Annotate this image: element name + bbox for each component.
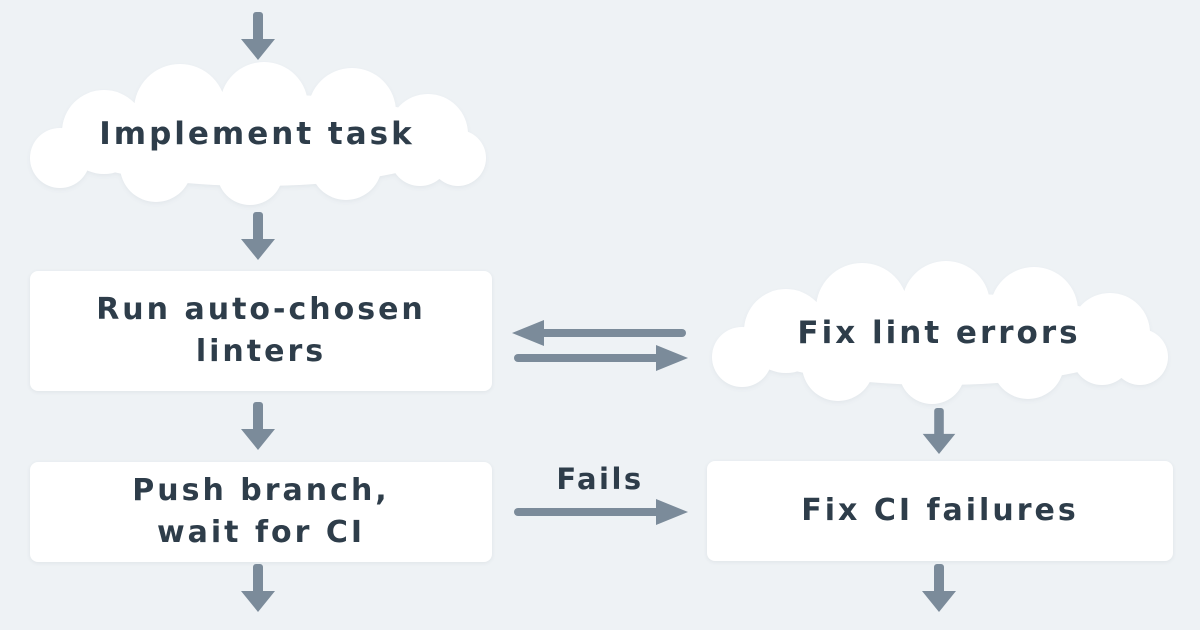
arrow-down-icon [241,564,275,612]
edge-push-branch-to-end [240,564,276,612]
node-label-push-branch: Push branch, wait for CI [132,470,389,554]
node-label-fix-ci-failures: Fix CI failures [801,493,1079,528]
node-label-line: Run auto-chosen [96,292,426,327]
edge-fix-ci-failures-to-end [921,564,957,612]
arrow-down-icon [922,408,956,454]
arrow-down-icon [241,12,275,60]
edge-start-to-implement-task [240,12,276,60]
arrow-down-icon [241,212,275,260]
node-run-linters: Run auto-chosen linters [30,271,492,391]
arrow-left-icon [512,320,686,346]
node-label-run-linters: Run auto-chosen linters [96,289,426,373]
node-label-line: Push branch, [132,473,390,508]
cloud-shape [712,261,1168,404]
arrow-down-icon [922,564,956,612]
arrow-right-icon [514,499,688,525]
edge-label-fails: Fails [556,462,644,496]
edge-fix-lint-errors-to-fix-ci-failures [921,408,957,454]
node-label-fix-lint-errors: Fix lint errors [797,315,1081,351]
edge-run-linters-to-push-branch [240,402,276,450]
node-fix-ci-failures: Fix CI failures [707,461,1173,561]
node-label-line: wait for CI [156,515,366,550]
cloud-shape [30,62,486,205]
arrow-down-icon [241,402,275,450]
edge-run-linters-to-fix-lint-errors [512,344,688,372]
arrow-right-icon [514,345,688,371]
node-push-branch: Push branch, wait for CI [30,462,492,562]
node-implement-task: Implement task [24,62,490,206]
node-fix-lint-errors: Fix lint errors [706,261,1172,405]
node-label-implement-task: Implement task [99,116,415,152]
edge-implement-task-to-run-linters [240,212,276,260]
node-label-line: linters [195,334,327,369]
edge-push-branch-to-fix-ci-failures [512,498,688,526]
edge-fix-lint-errors-to-run-linters [512,319,688,347]
